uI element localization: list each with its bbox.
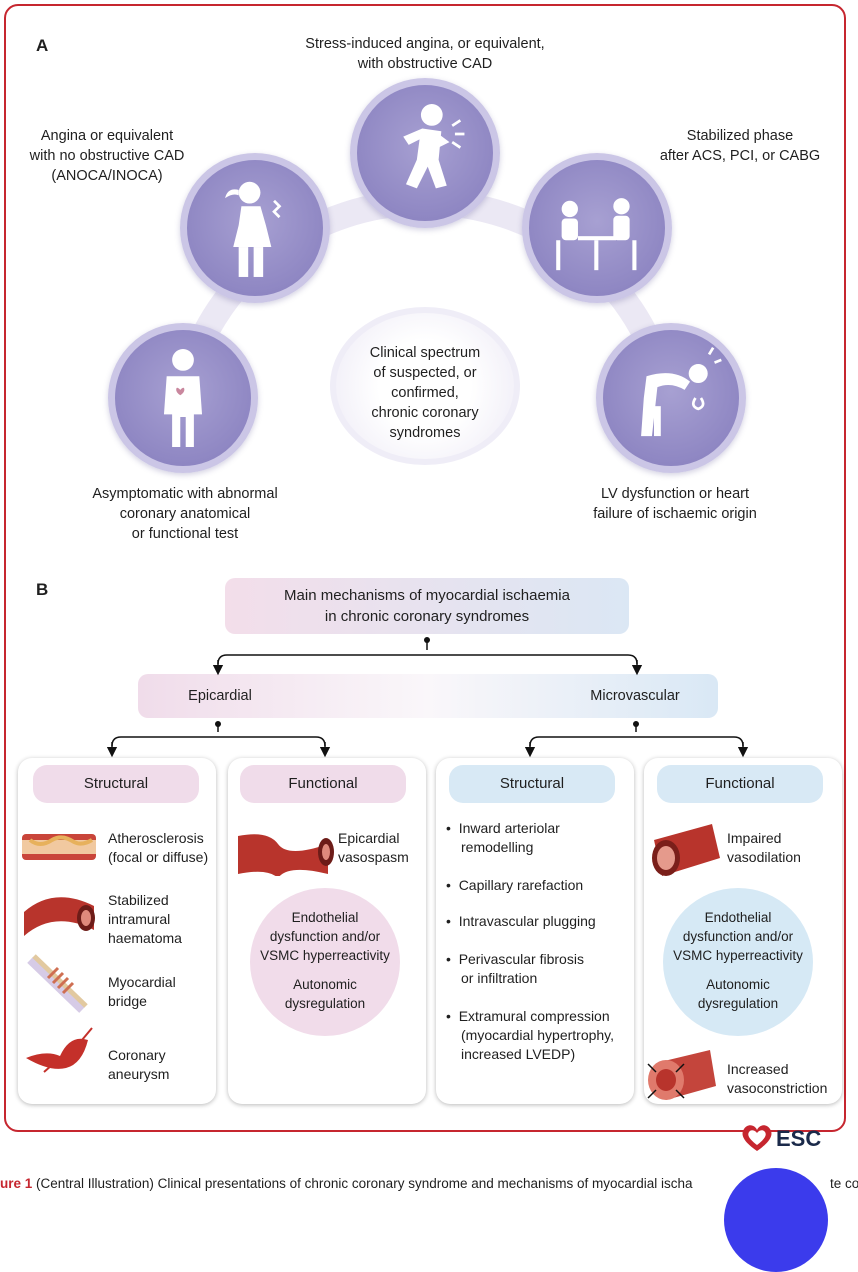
intramural-haematoma-icon — [24, 897, 95, 936]
epi-structural-chip: Structural — [33, 765, 199, 803]
center-text: Clinical spectrum of suspected, or confi… — [369, 345, 481, 441]
asymptomatic-figure-icon — [108, 323, 258, 473]
vasospasm-vessel-icon — [238, 834, 334, 876]
consultation-figure-icon — [522, 153, 672, 303]
epicardial-label: Epicardial — [188, 688, 252, 704]
label-lv-dysfunction: LV dysfunction or heart failure of ischa… — [593, 486, 757, 522]
epi-functional-chip: Functional — [240, 765, 406, 803]
list-item: • Extramural compression (myocardial hyp… — [446, 1008, 615, 1062]
label-stabilized-phase: Stabilized phase after ACS, PCI, or CABG — [659, 128, 821, 164]
main-mechanisms-box: Main mechanisms of myocardial ischaemia … — [225, 578, 629, 634]
list-item: • Inward arteriolar remodelling — [446, 820, 560, 855]
anoca-figure-icon — [180, 153, 330, 303]
vasoconstriction-vessel-icon — [647, 1050, 716, 1100]
esc-heart-logo — [742, 1125, 772, 1151]
micro-structural-chip: Structural — [449, 765, 615, 803]
panel-b-label: B — [36, 580, 49, 599]
impaired-vasodilation-vessel-icon — [652, 824, 720, 876]
heart-failure-figure-icon — [596, 323, 746, 473]
coronary-aneurysm-icon — [26, 1027, 93, 1073]
myocardial-bridge-icon — [27, 954, 88, 1013]
figure-frame — [4, 4, 846, 1132]
panel-a-label: A — [36, 36, 49, 55]
vasoconstriction-text: Increased vasoconstriction — [727, 1061, 828, 1096]
list-item: • Intravascular plugging — [446, 913, 596, 929]
center-disc — [330, 307, 520, 465]
epicardial-structural-card — [18, 758, 216, 1104]
micro-endothelial-bubble: Endothelial dysfunction and/or VSMC hype… — [663, 888, 813, 1036]
epi-structural-illustrations — [22, 834, 96, 1073]
atherosclerosis-text: Atherosclerosis (focal or diffuse) — [108, 830, 209, 865]
micro-functional-chip: Functional — [657, 765, 823, 803]
impaired-vasodilation-text: Impaired vasodilation — [727, 830, 801, 865]
stress-angina-figure-icon — [350, 78, 500, 228]
overlay-dot[interactable] — [724, 1168, 828, 1272]
coronary-aneurysm-text: Coronary aneurysm — [108, 1047, 170, 1082]
caption-tail: te coro — [830, 1176, 858, 1191]
list-item: • Capillary rarefaction — [446, 877, 584, 893]
haematoma-text: Stabilized intramural haematoma — [108, 892, 182, 946]
figure-caption: ure 1 (Central Illustration) Clinical pr… — [0, 1176, 693, 1191]
esc-logo-text: ESC — [776, 1126, 822, 1151]
label-asymptomatic: Asymptomatic with abnormal coronary anat… — [92, 486, 278, 542]
label-stress-induced-angina: Stress-induced angina, or equivalent, wi… — [305, 36, 545, 72]
label-anoca-inoca: Angina or equivalent with no obstructive… — [29, 128, 185, 184]
myocardial-bridge-text: Myocardial bridge — [108, 974, 176, 1009]
microvascular-structural-card — [436, 758, 634, 1104]
atherosclerosis-icon — [22, 834, 96, 860]
epi-endothelial-bubble: Endothelial dysfunction and/or VSMC hype… — [250, 888, 400, 1036]
microvascular-label: Microvascular — [590, 688, 680, 704]
micro-structural-list: • Inward arteriolar remodelling • Capill… — [446, 819, 614, 1064]
list-item: • Perivascular fibrosis or infiltration — [446, 951, 584, 986]
vasospasm-text: Epicardial vasospasm — [338, 830, 409, 865]
epicardial-microvascular-bar — [138, 674, 718, 718]
